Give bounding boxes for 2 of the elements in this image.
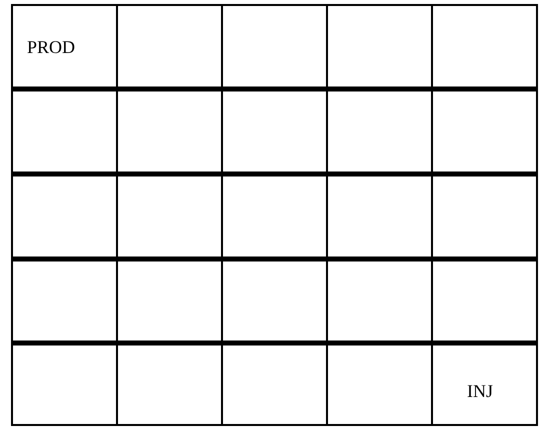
- grid-label: PROD: [27, 38, 76, 56]
- grid-label: INJ: [467, 382, 493, 400]
